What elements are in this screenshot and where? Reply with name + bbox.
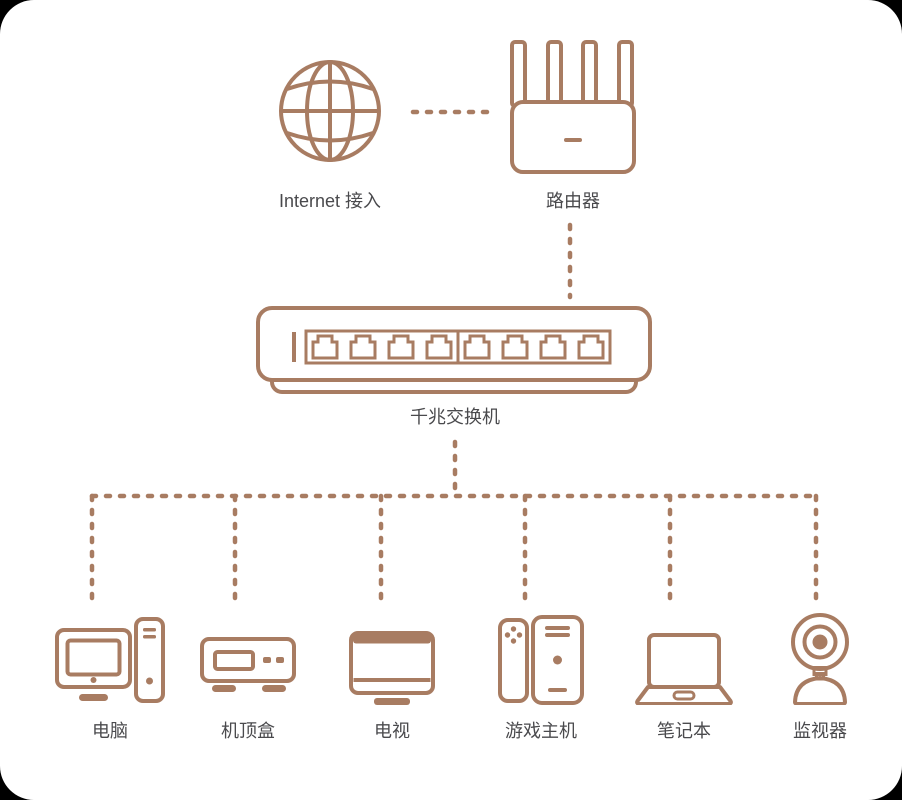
device-node-tv: 电视 bbox=[327, 600, 457, 742]
device-node-computer: 电脑 bbox=[45, 600, 175, 742]
surveillance-camera-icon bbox=[791, 613, 849, 705]
tv-icon bbox=[349, 631, 435, 705]
globe-icon bbox=[279, 60, 381, 162]
device-node-game-console: 游戏主机 bbox=[476, 600, 606, 742]
switch-icon bbox=[256, 306, 652, 394]
device-label-computer: 电脑 bbox=[92, 721, 128, 741]
router-switch-link bbox=[567, 222, 573, 300]
device-label-tv: 电视 bbox=[374, 721, 410, 741]
internet-label: Internet 接入 bbox=[278, 191, 382, 211]
desktop-computer-icon bbox=[55, 617, 165, 703]
game-console-icon bbox=[498, 615, 584, 705]
switch-label: 千兆交换机 bbox=[410, 407, 500, 427]
device-node-laptop: 笔记本 bbox=[619, 600, 749, 742]
router-icon bbox=[510, 40, 636, 174]
device-label-laptop: 笔记本 bbox=[657, 721, 711, 741]
device-node-camera: 监视器 bbox=[755, 600, 885, 742]
switch-devices-links bbox=[89, 439, 819, 601]
device-label-settop-box: 机顶盒 bbox=[221, 721, 275, 741]
device-label-game-console: 游戏主机 bbox=[505, 721, 577, 741]
device-node-settop-box: 机顶盒 bbox=[183, 600, 313, 742]
router-label: 路由器 bbox=[546, 191, 600, 211]
laptop-icon bbox=[635, 633, 733, 705]
set-top-box-icon bbox=[200, 637, 296, 692]
device-label-camera: 监视器 bbox=[793, 721, 847, 741]
internet-router-link bbox=[410, 109, 490, 115]
